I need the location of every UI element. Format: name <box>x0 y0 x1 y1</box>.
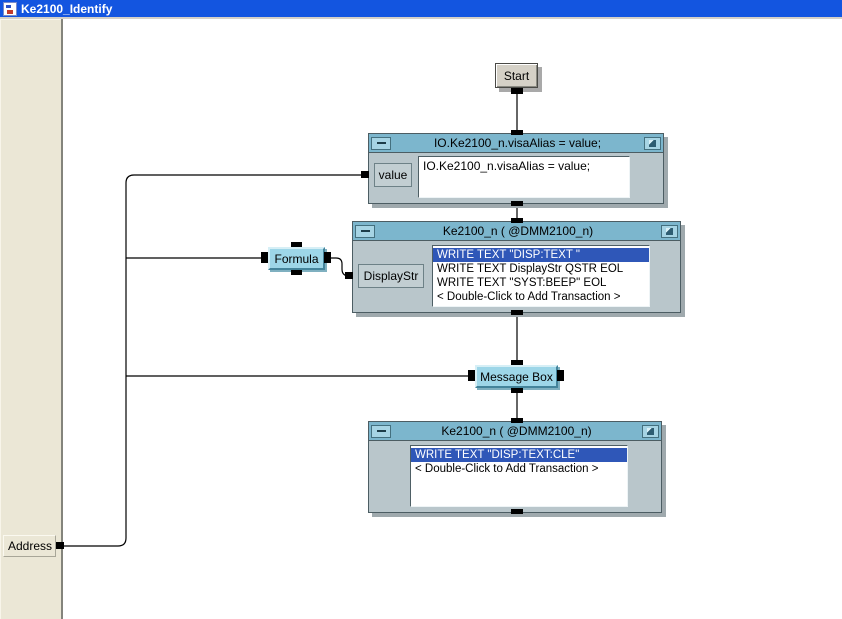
app-icon <box>3 1 17 16</box>
set-alias-box: IO.Ke2100_n.visaAlias = value; value IO.… <box>368 133 664 204</box>
message-box-object[interactable]: Message Box <box>475 365 558 388</box>
value-input-terminal[interactable]: value <box>374 163 412 187</box>
display-io-titlebar[interactable]: Ke2100_n ( @DMM2100_n) <box>353 222 680 241</box>
formula-top-pin[interactable] <box>291 242 302 247</box>
displaystr-input-pin[interactable] <box>345 272 353 279</box>
transaction-row[interactable]: < Double-Click to Add Transaction > <box>437 291 621 303</box>
window-title: Ke2100_Identify <box>21 1 113 16</box>
resize-button[interactable] <box>642 424 659 438</box>
resize-button[interactable] <box>661 224 678 238</box>
minimize-icon <box>376 430 386 432</box>
transaction-row[interactable]: WRITE TEXT "DISP:TEXT:CLE" <box>411 448 627 462</box>
start-output-pin[interactable] <box>511 88 523 94</box>
resize-icon <box>647 427 654 435</box>
formula-right-pin[interactable] <box>324 252 331 263</box>
window-frame-line <box>0 17 842 19</box>
display-io-top-pin[interactable] <box>511 218 523 223</box>
window-titlebar[interactable]: Ke2100_Identify <box>0 0 842 17</box>
transaction-row[interactable]: WRITE TEXT "SYST:BEEP" EOL <box>437 277 607 289</box>
transaction-list: WRITE TEXT "DISP:TEXT " WRITE TEXT Displ… <box>432 245 650 307</box>
formula-left-pin[interactable] <box>261 252 268 263</box>
minimize-button[interactable] <box>371 424 391 438</box>
resize-icon <box>666 227 673 235</box>
set-alias-title: IO.Ke2100_n.visaAlias = value; <box>433 136 602 150</box>
message-box-top-pin[interactable] <box>511 360 523 365</box>
display-io-bottom-pin[interactable] <box>511 310 523 315</box>
displaystr-input-terminal[interactable]: DisplayStr <box>358 264 424 288</box>
address-terminal[interactable]: Address <box>3 535 56 557</box>
message-box-left-pin[interactable] <box>468 370 475 381</box>
display-io-box: Ke2100_n ( @DMM2100_n) DisplayStr WRITE … <box>352 221 681 313</box>
address-output-pin[interactable] <box>56 542 64 549</box>
minimize-icon <box>376 142 386 144</box>
terminal-sidebar: Address <box>0 19 63 619</box>
resize-icon <box>649 139 656 147</box>
minimize-button[interactable] <box>371 136 391 150</box>
minimize-icon <box>360 230 370 232</box>
minimize-button[interactable] <box>355 224 375 238</box>
clear-io-bottom-pin[interactable] <box>511 509 523 514</box>
message-box-right-pin[interactable] <box>557 370 564 381</box>
clear-io-titlebar[interactable]: Ke2100_n ( @DMM2100_n) <box>369 422 661 441</box>
transaction-row[interactable]: WRITE TEXT "DISP:TEXT " <box>433 248 649 262</box>
formula-bottom-pin[interactable] <box>291 270 302 275</box>
clear-io-top-pin[interactable] <box>511 418 523 423</box>
transaction-row[interactable]: WRITE TEXT DisplayStr QSTR EOL <box>437 263 624 275</box>
set-alias-top-pin[interactable] <box>511 130 523 135</box>
display-io-title: Ke2100_n ( @DMM2100_n) <box>442 224 594 238</box>
resize-button[interactable] <box>644 136 661 150</box>
transaction-list: WRITE TEXT "DISP:TEXT:CLE" < Double-Clic… <box>410 445 628 507</box>
alias-expression-field[interactable]: IO.Ke2100_n.visaAlias = value; <box>418 156 630 198</box>
clear-io-box: Ke2100_n ( @DMM2100_n) WRITE TEXT "DISP:… <box>368 421 662 513</box>
set-alias-titlebar[interactable]: IO.Ke2100_n.visaAlias = value; <box>369 134 663 153</box>
value-input-pin[interactable] <box>361 171 369 178</box>
transaction-row[interactable]: < Double-Click to Add Transaction > <box>415 463 599 475</box>
set-alias-bottom-pin[interactable] <box>511 201 523 206</box>
wire-address-trunk <box>62 174 364 547</box>
clear-io-title: Ke2100_n ( @DMM2100_n) <box>441 424 592 438</box>
formula-object[interactable]: Formula <box>268 247 325 270</box>
message-box-bottom-pin[interactable] <box>511 388 523 393</box>
start-button[interactable]: Start <box>495 63 538 88</box>
